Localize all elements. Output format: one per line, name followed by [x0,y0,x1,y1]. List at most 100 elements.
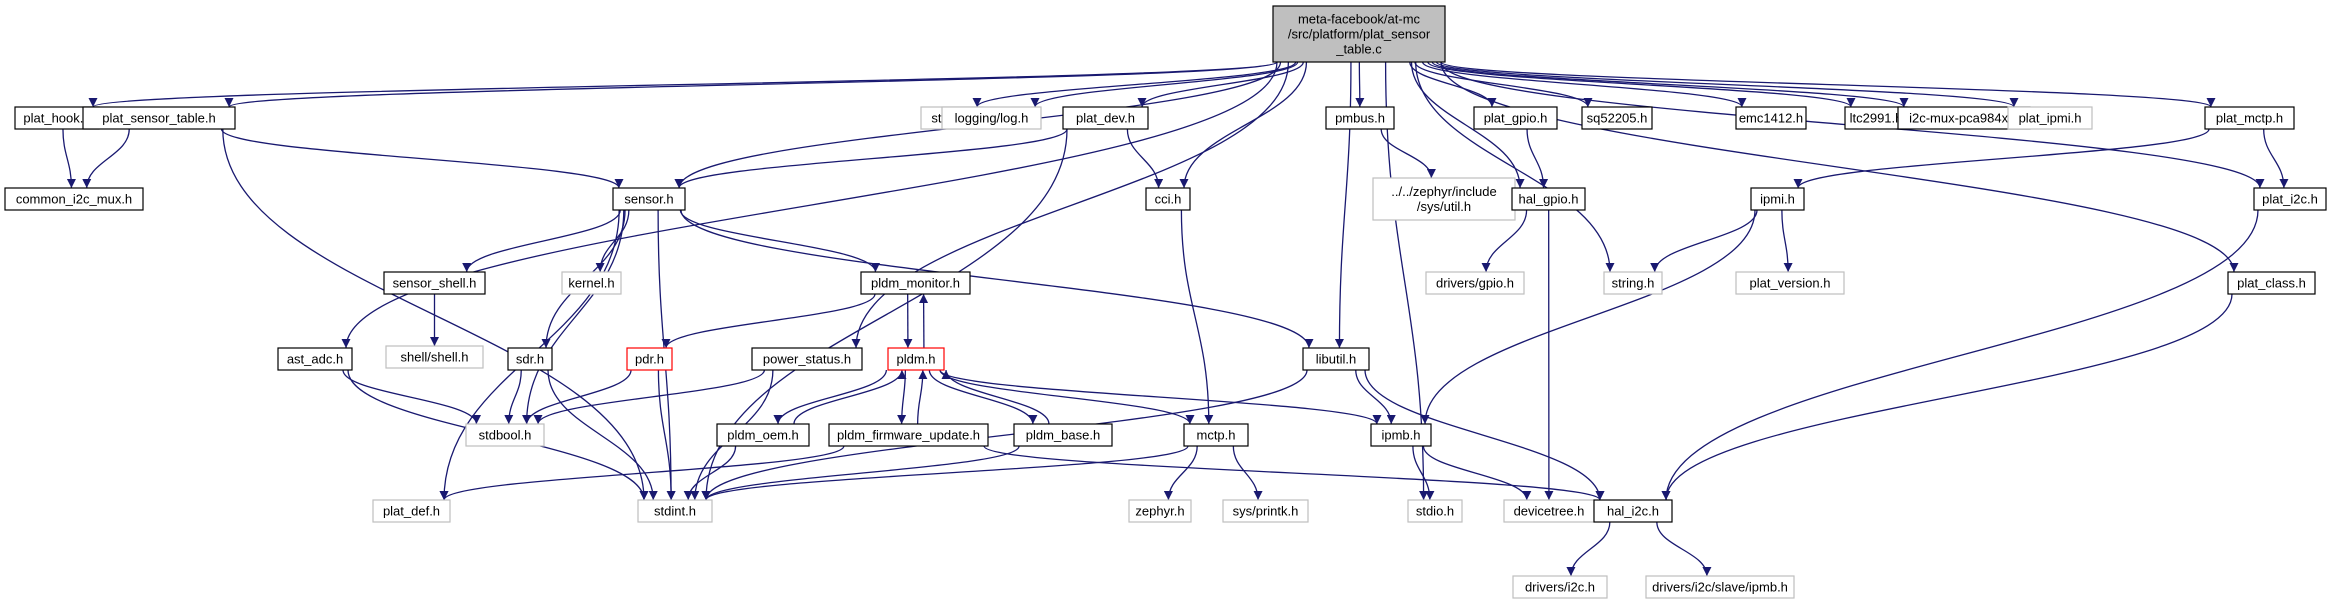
edge-root-to-plat_class [1440,61,2239,273]
edge-root-to-libutil [1334,61,1352,349]
node-zephyr_h: zephyr.h [1128,499,1192,523]
node-root-label: /src/platform/plat_sensor [1288,27,1431,42]
edge-sensor-to-stdbool [522,209,625,425]
node-plat_gpio[interactable]: plat_gpio.h [1473,106,1558,130]
edge-root-to-cci [1179,61,1308,189]
edge-sensor-to-pldm_monitor [679,209,880,273]
edge-sdr-to-stdbool [504,369,522,425]
node-i2c_mux_pca[interactable]: i2c-mux-pca984x.h [1897,106,2031,130]
node-cci-box [1145,187,1191,211]
node-hal_i2c[interactable]: hal_i2c.h [1593,499,1673,523]
edge-sdr-to-stdint [547,369,658,501]
node-pldm[interactable]: pldm.h [887,347,945,371]
node-sdr[interactable]: sdr.h [507,347,553,371]
node-power_status[interactable]: power_status.h [751,347,863,371]
node-pldm-label: pldm.h [896,352,935,367]
node-ast_adc-box [277,347,353,371]
node-plat_i2c[interactable]: plat_i2c.h [2253,187,2327,211]
edge-plat_hook-to-common_i2c_mux [62,128,76,189]
node-plat_version-label: plat_version.h [1750,276,1831,291]
node-plat_version: plat_version.h [1735,271,1845,295]
edge-cci-to-mctp [1180,209,1214,425]
node-stdint-label: stdint.h [654,504,696,519]
node-plat_def-label: plat_def.h [383,504,440,519]
node-plat_ipmi: plat_ipmi.h [2007,106,2093,130]
node-ipmi[interactable]: ipmi.h [1750,187,1805,211]
node-mctp[interactable]: mctp.h [1183,423,1249,447]
node-plat_version-box [1735,271,1845,295]
node-stdbool-box [465,423,545,447]
edge-plat_gpio-to-hal_gpio [1526,128,1549,189]
node-shell: shell/shell.h [385,345,484,369]
node-pdr[interactable]: pdr.h [626,347,673,371]
edge-sensor-to-libutil [680,209,1314,349]
node-sdr-box [507,347,553,371]
nodes-layer: meta-facebook/at-mc/src/platform/plat_se… [4,5,2327,599]
edge-root-to-i2c_mux_pca [1431,61,1909,108]
node-common_i2c_mux-box [4,187,144,211]
node-pldm_fw_update[interactable]: pldm_firmware_update.h [828,423,989,447]
node-ltc2991[interactable]: ltc2991.h [1844,106,1908,130]
node-kernel-box [561,271,622,295]
edge-pldm_oem-to-pldm [793,369,907,425]
edge-plat_sensor_table_h-to-sensor [220,128,624,189]
node-drivers_slave_ipmb-box [1645,575,1795,599]
node-pldm_monitor-box [860,271,971,295]
node-pldm-box [887,347,945,371]
edge-ipmb-to-stdio [1412,445,1435,501]
node-plat_mctp-label: plat_mctp.h [2216,111,2283,126]
node-kernel-label: kernel.h [568,276,614,291]
edge-pldm_oem-to-stdint [683,445,737,501]
node-libutil-box [1302,347,1370,371]
node-hal_gpio[interactable]: hal_gpio.h [1511,187,1586,211]
node-plat_mctp[interactable]: plat_mctp.h [2204,106,2295,130]
node-common_i2c_mux-label: common_i2c_mux.h [16,192,132,207]
node-ipmb[interactable]: ipmb.h [1370,423,1432,447]
node-libutil[interactable]: libutil.h [1302,347,1370,371]
node-devicetree-label: devicetree.h [1514,504,1585,519]
node-stdio: stdio.h [1407,499,1463,523]
node-common_i2c_mux[interactable]: common_i2c_mux.h [4,187,144,211]
node-stdint-box [637,499,713,523]
edge-root-to-ast_adc [341,61,1278,349]
node-plat_hook-label: plat_hook.h [23,111,90,126]
node-sensor_shell[interactable]: sensor_shell.h [383,271,486,295]
edge-plat_sensor_table_h-to-stdint [222,128,649,501]
node-plat_hook[interactable]: plat_hook.h [14,106,100,130]
node-hal_i2c-box [1593,499,1673,523]
node-cci[interactable]: cci.h [1145,187,1191,211]
node-sq52205[interactable]: sq52205.h [1581,106,1653,130]
node-pdr-label: pdr.h [635,352,664,367]
edge-pldm_fw_update-to-plat_def [439,445,845,501]
node-mctp-box [1183,423,1249,447]
edge-libutil-to-stdint [701,369,1308,501]
node-emc1412[interactable]: emc1412.h [1735,106,1807,130]
edge-root-to-logging [1030,61,1299,108]
node-root[interactable]: meta-facebook/at-mc/src/platform/plat_se… [1272,5,1446,63]
edge-ast_adc-to-stdbool [342,369,481,425]
node-cci-label: cci.h [1155,192,1182,207]
node-drivers_slave_ipmb-label: drivers/i2c/slave/ipmb.h [1652,580,1788,595]
node-zephyr_util: ../../zephyr/include/sys/util.h [1372,177,1516,221]
node-zephyr_util-label: /sys/util.h [1417,199,1471,214]
node-plat_dev[interactable]: plat_dev.h [1062,106,1149,130]
node-pldm_base[interactable]: pldm_base.h [1013,423,1113,447]
node-plat_class-label: plat_class.h [2237,276,2306,291]
edge-root-to-power_status [851,61,1290,349]
node-plat_i2c-label: plat_i2c.h [2262,192,2318,207]
node-ast_adc[interactable]: ast_adc.h [277,347,353,371]
node-pmbus-label: pmbus.h [1335,111,1385,126]
node-plat_ipmi-box [2007,106,2093,130]
node-pldm_fw_update-label: pldm_firmware_update.h [837,428,980,443]
node-pmbus[interactable]: pmbus.h [1325,106,1395,130]
node-pldm_monitor[interactable]: pldm_monitor.h [860,271,971,295]
node-plat_class-box [2227,271,2316,295]
node-emc1412-box [1735,106,1807,130]
node-pldm_oem[interactable]: pldm_oem.h [716,423,810,447]
node-ipmi-box [1750,187,1805,211]
node-plat_class[interactable]: plat_class.h [2227,271,2316,295]
node-sys_printk-label: sys/printk.h [1233,504,1299,519]
node-plat_sensor_table_h[interactable]: plat_sensor_table.h [82,106,236,130]
edge-libutil-to-hal_i2c [1364,369,1605,501]
node-sensor[interactable]: sensor.h [612,187,686,211]
